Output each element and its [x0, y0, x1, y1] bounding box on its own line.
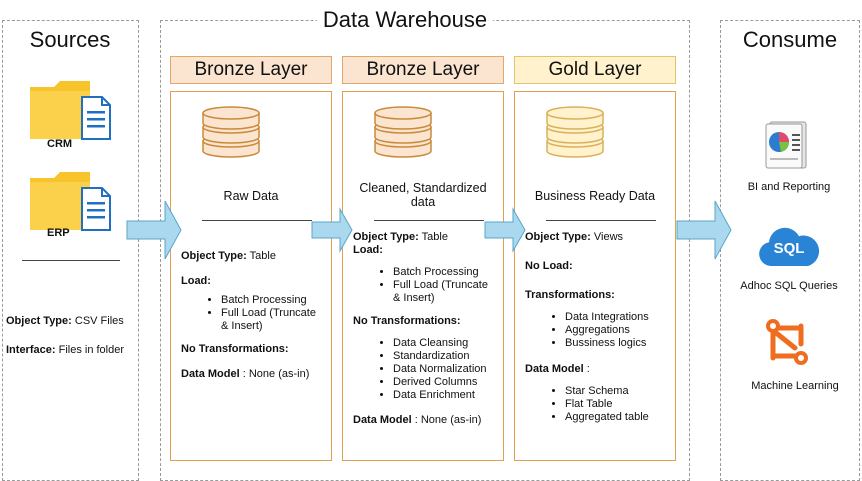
transformations-label: Transformations:	[525, 289, 615, 301]
data-model-label: Data Model	[525, 363, 584, 375]
data-model-label: Data Model	[353, 414, 412, 426]
sources-object-type: Object Type: CSV Files	[6, 315, 124, 327]
arrow-right-icon	[676, 200, 732, 260]
object-type-value: CSV Files	[74, 315, 124, 327]
list-item: Full Load (Truncate & Insert)	[393, 279, 497, 305]
consume-bi-label: BI and Reporting	[747, 181, 831, 193]
object-type-value: Views	[593, 231, 624, 243]
list-item: Derived Columns	[393, 376, 497, 389]
transformations-list: Data Cleansing Standardization Data Norm…	[353, 337, 497, 402]
consume-sql-label: Adhoc SQL Queries	[740, 280, 838, 292]
data-model-value: : None (as-in)	[242, 368, 310, 380]
list-item: Flat Table	[565, 398, 669, 411]
data-model-value: :	[586, 363, 590, 375]
sources-title: Sources	[23, 27, 117, 53]
layer-spec: Object Type: Views No Load: Transformati…	[525, 231, 669, 434]
sources-divider	[22, 260, 120, 261]
interface-label: Interface:	[6, 344, 56, 356]
list-item: Batch Processing	[393, 266, 497, 279]
consume-title: Consume	[736, 27, 844, 53]
arrow-right-icon	[484, 207, 526, 253]
list-item: Bussiness logics	[565, 337, 669, 350]
folder-document-icon	[30, 172, 111, 231]
list-item: Data Integrations	[565, 311, 669, 324]
machine-learning-icon	[766, 319, 808, 365]
object-type-label: Object Type:	[6, 315, 72, 327]
interface-value: Files in folder	[58, 344, 125, 356]
database-icon	[374, 106, 432, 158]
layer-spec: Object Type: Table Load: Batch Processin…	[353, 231, 497, 439]
object-type-value: Table	[421, 231, 448, 243]
list-item: Data Enrichment	[393, 389, 497, 402]
list-item: Standardization	[393, 350, 497, 363]
data-model-value: : None (as-in)	[414, 414, 482, 426]
layer-description: Business Ready Data	[534, 189, 656, 203]
list-item: Data Normalization	[393, 363, 497, 376]
list-item: Star Schema	[565, 385, 669, 398]
list-item: Data Cleansing	[393, 337, 497, 350]
layer-spec: Object Type: Table Load: Batch Processin…	[181, 250, 325, 393]
layer-gold: Business Ready Data Object Type: Views N…	[514, 91, 676, 461]
data-model-list: Star Schema Flat Table Aggregated table	[525, 385, 669, 424]
layer-divider	[374, 220, 484, 221]
object-type-label: Object Type:	[353, 231, 419, 243]
load-list: Batch Processing Full Load (Truncate & I…	[353, 266, 497, 305]
list-item: Batch Processing	[221, 294, 325, 307]
object-type-label: Object Type:	[525, 231, 591, 243]
folder-document-icon	[30, 81, 111, 140]
load-list: Batch Processing Full Load (Truncate & I…	[181, 294, 325, 333]
warehouse-title: Data Warehouse	[316, 7, 494, 33]
data-model-label: Data Model	[181, 368, 240, 380]
list-item: Aggregated table	[565, 411, 669, 424]
database-icon	[202, 106, 260, 158]
source-erp-label: ERP	[47, 227, 70, 239]
layer-header-bronze-raw: Bronze Layer	[170, 56, 332, 84]
transformations-label: No Transformations:	[181, 343, 289, 355]
layer-divider	[546, 220, 656, 221]
list-item: Full Load (Truncate & Insert)	[221, 307, 325, 333]
load-label: No Load:	[525, 260, 573, 272]
arrow-right-icon	[126, 200, 182, 260]
sql-badge: SQL	[773, 240, 805, 257]
layer-bronze-raw: Raw Data Object Type: Table Load: Batch …	[170, 91, 332, 461]
transformations-list: Data Integrations Aggregations Bussiness…	[525, 311, 669, 350]
layer-divider	[202, 220, 312, 221]
consume-ml-label: Machine Learning	[751, 380, 839, 392]
source-crm-label: CRM	[47, 138, 73, 150]
object-type-value: Table	[249, 250, 276, 262]
layer-description: Cleaned, Standardized data	[359, 181, 487, 209]
arrow-right-icon	[311, 207, 353, 253]
layer-header-bronze-cleaned: Bronze Layer	[342, 56, 504, 84]
sql-cloud-icon	[759, 227, 820, 266]
report-chart-icon	[765, 121, 807, 169]
list-item: Aggregations	[565, 324, 669, 337]
sources-interface: Interface: Files in folder	[6, 344, 124, 356]
layer-bronze-cleaned: Cleaned, Standardized data Object Type: …	[342, 91, 504, 461]
layer-header-gold: Gold Layer	[514, 56, 676, 84]
object-type-label: Object Type:	[181, 250, 247, 262]
load-label: Load:	[181, 275, 211, 287]
load-label: Load:	[353, 244, 383, 256]
database-icon	[546, 106, 604, 158]
transformations-label: No Transformations:	[353, 315, 461, 327]
layer-description: Raw Data	[223, 189, 279, 203]
